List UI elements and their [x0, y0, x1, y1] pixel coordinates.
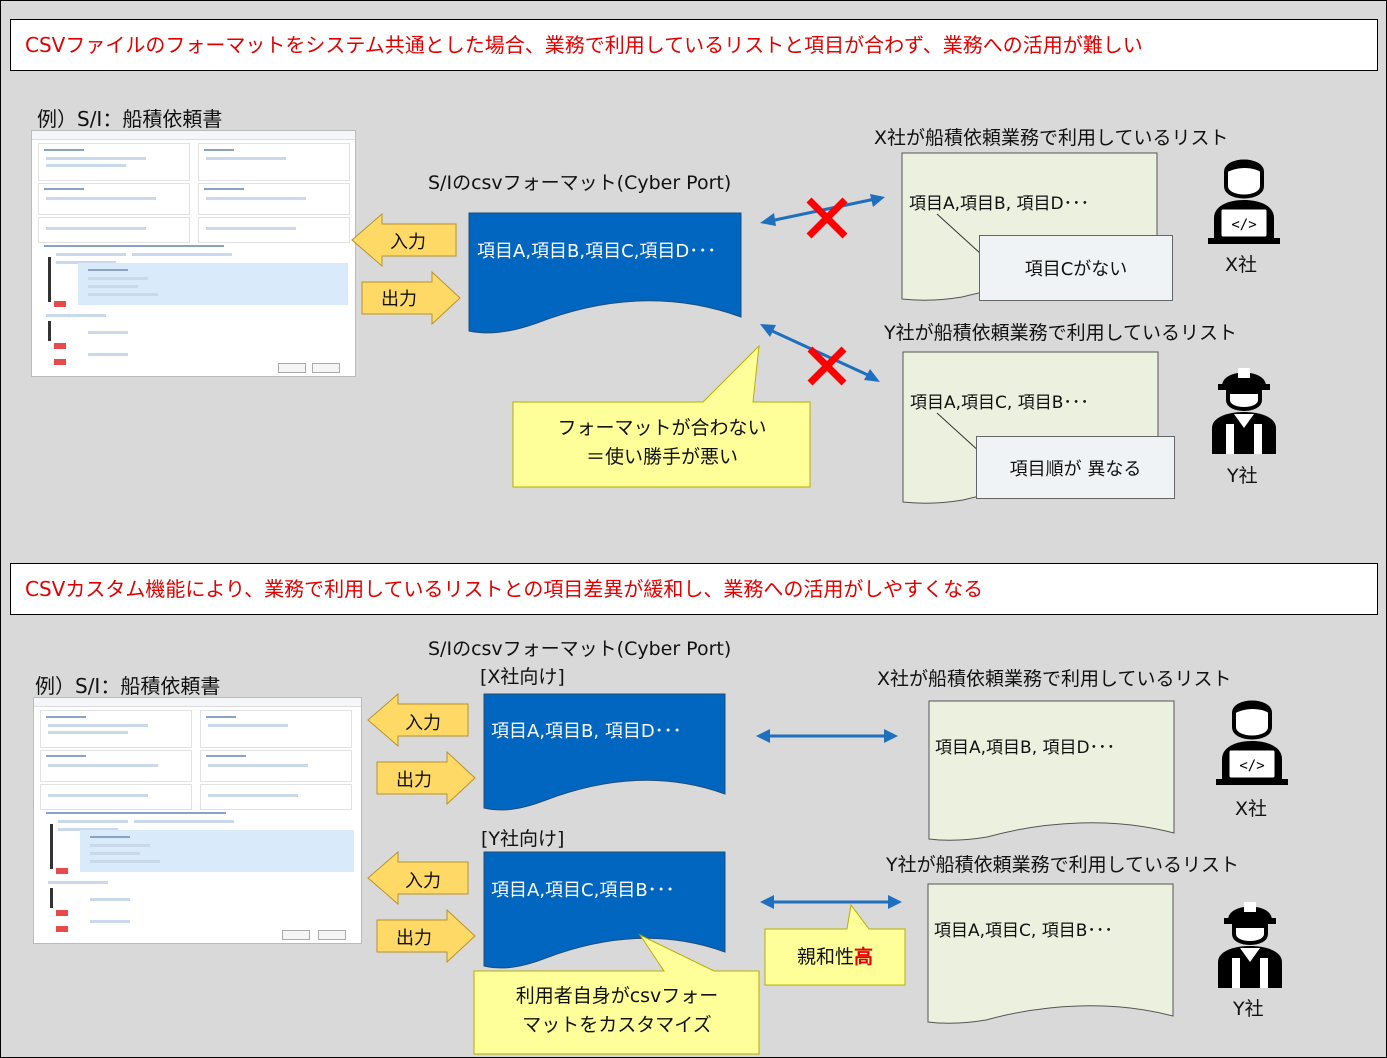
- bottom-y-csv-document: [483, 851, 726, 969]
- top-x-developer-icon: </>: [1208, 159, 1280, 244]
- bottom-callout-text: 利用者自身がcsvフォー マットをカスタマイズ: [474, 982, 760, 1041]
- bottom-callout-line2: マットをカスタマイズ: [522, 1014, 712, 1037]
- bottom-connector-x: [756, 729, 898, 743]
- top-x-list-title: X社が船積依頼業務で利用しているリスト: [874, 127, 1229, 149]
- bottom-x-input-label: 入力: [405, 713, 441, 734]
- bottom-y-company-label: Y社: [1233, 998, 1264, 1020]
- bottom-x-csv-document: [483, 693, 726, 811]
- bottom-banner: CSVカスタム機能により、業務で利用しているリストとの項目差異が緩和し、業務への…: [10, 563, 1378, 615]
- bottom-x-developer-icon: </>: [1216, 700, 1288, 785]
- top-example-label: 例）S/I：船積依頼書: [37, 107, 223, 131]
- top-callout-line2: ＝使い勝手が悪い: [585, 446, 738, 469]
- top-y-list-fields: 項目A,項目C, 項目B･･･: [910, 393, 1089, 413]
- top-y-note-pointer: [936, 412, 982, 454]
- svg-text:</>: </>: [1231, 217, 1256, 233]
- top-y-note-text: 項目順が 異なる: [1009, 458, 1142, 480]
- top-y-company-label: Y社: [1227, 465, 1258, 487]
- top-csv-document: [468, 212, 742, 334]
- bottom-y-list-fields: 項目A,項目C, 項目B･･･: [934, 921, 1113, 941]
- top-banner: CSVファイルのフォーマットをシステム共通とした場合、業務で利用しているリストと…: [10, 19, 1378, 71]
- bottom-y-worker-icon: [1218, 902, 1282, 988]
- top-cross-icon-x: [806, 197, 848, 239]
- bottom-example-label: 例）S/I：船積依頼書: [35, 674, 221, 698]
- top-x-note-text: 項目Cがない: [1024, 259, 1128, 280]
- top-x-list-fields: 項目A,項目B, 項目D･･･: [909, 194, 1090, 214]
- top-callout-text: フォーマットが合わない ＝使い勝手が悪い: [513, 414, 811, 473]
- bottom-y-list-title: Y社が船積依頼業務で利用しているリスト: [886, 854, 1240, 876]
- bottom-x-company-label: X社: [1235, 798, 1268, 820]
- top-output-arrow: [361, 270, 461, 326]
- bottom-y-tag: [Y社向け]: [481, 828, 565, 850]
- bottom-callout: [473, 933, 760, 1055]
- bottom-x-list-document: [928, 700, 1175, 841]
- top-input-label: 入力: [390, 232, 426, 253]
- top-y-list-title: Y社が船積依頼業務で利用しているリスト: [884, 322, 1238, 344]
- top-x-note: 項目Cがない: [979, 235, 1173, 301]
- bottom-format-title: S/Iのcsvフォーマット(Cyber Port): [428, 638, 732, 660]
- bottom-x-input-arrow: [367, 692, 469, 748]
- top-format-title: S/Iのcsvフォーマット(Cyber Port): [428, 172, 732, 194]
- bottom-x-output-arrow: [376, 750, 476, 806]
- bottom-y-output-arrow: [376, 908, 476, 964]
- top-connector-y: [760, 324, 880, 382]
- affinity-prefix: 親和性: [796, 946, 854, 968]
- top-x-company-label: X社: [1225, 254, 1258, 276]
- bottom-y-input-arrow: [367, 850, 469, 906]
- top-output-label: 出力: [381, 289, 417, 310]
- bottom-connector-y: [760, 895, 902, 909]
- top-y-worker-icon: [1212, 368, 1276, 454]
- top-banner-text: CSVファイルのフォーマットをシステム共通とした場合、業務で利用しているリストと…: [25, 33, 1143, 57]
- bottom-y-input-label: 入力: [405, 871, 441, 892]
- bottom-x-tag: [X社向け]: [480, 666, 565, 688]
- affinity-callout: [764, 903, 906, 986]
- top-x-note-pointer: [936, 213, 982, 255]
- affinity-high: 高: [854, 946, 874, 968]
- top-cross-icon-y: [807, 346, 847, 386]
- top-callout: [512, 344, 811, 488]
- bottom-banner-text: CSVカスタム機能により、業務で利用しているリストとの項目差異が緩和し、業務への…: [25, 577, 984, 601]
- top-input-arrow: [351, 212, 457, 268]
- bottom-y-list-document: [927, 883, 1174, 1024]
- bottom-x-list-title: X社が船積依頼業務で利用しているリスト: [877, 668, 1232, 690]
- affinity-text: 親和性高: [765, 943, 905, 972]
- bottom-y-output-label: 出力: [396, 928, 432, 949]
- bottom-x-list-fields: 項目A,項目B, 項目D･･･: [935, 738, 1116, 758]
- bottom-form-thumbnail: [33, 697, 362, 944]
- bottom-y-csv-fields: 項目A,項目C,項目B･･･: [491, 880, 675, 901]
- bottom-callout-line1: 利用者自身がcsvフォー: [515, 985, 719, 1007]
- top-form-thumbnail: [31, 130, 356, 377]
- top-callout-line1: フォーマットが合わない: [557, 417, 767, 439]
- bottom-x-output-label: 出力: [396, 770, 432, 791]
- top-y-note: 項目順が 異なる: [976, 436, 1175, 499]
- svg-text:</>: </>: [1239, 758, 1264, 774]
- bottom-x-csv-fields: 項目A,項目B, 項目D･･･: [491, 721, 682, 742]
- top-csv-fields: 項目A,項目B,項目C,項目D･･･: [477, 241, 717, 262]
